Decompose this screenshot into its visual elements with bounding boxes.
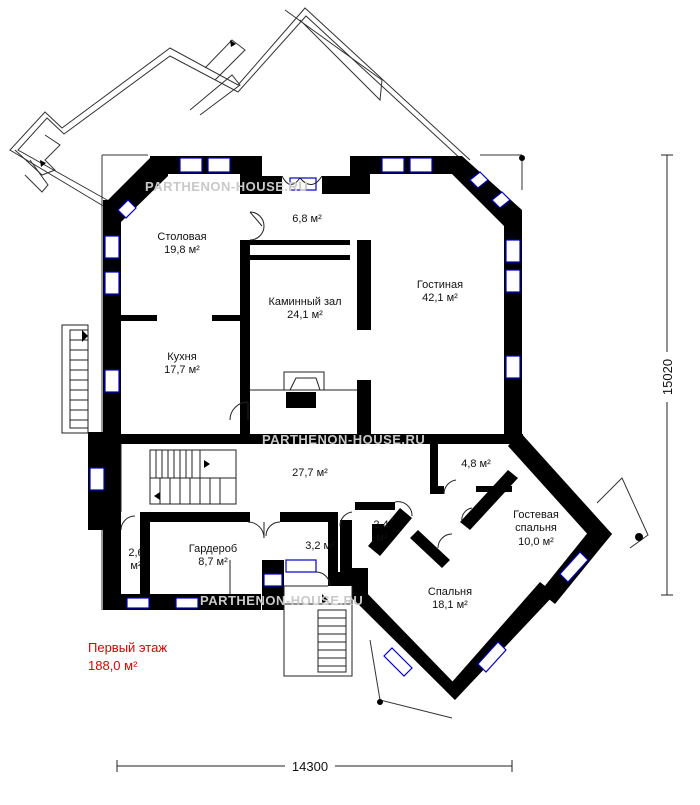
room-dining-name: Столовая xyxy=(157,231,206,243)
room-kitchen-area: 17,7 м² xyxy=(164,364,200,376)
stair-arrow xyxy=(82,330,88,342)
door-swings xyxy=(120,175,473,587)
room-storage-area: 4,8 м² xyxy=(461,458,491,470)
room-fireplace-area: 24,1 м² xyxy=(287,309,323,321)
width-dimension xyxy=(116,760,513,772)
height-dimension xyxy=(661,154,673,596)
terrace-stair-marks xyxy=(40,40,236,167)
height-dimension-label: 15020 xyxy=(660,359,675,395)
room-lobby-area: 3,2 м² xyxy=(305,540,335,552)
room-guest-bedroom-name-2: спальня xyxy=(515,522,557,534)
watermark: PARTHENON-HOUSE.RU xyxy=(145,179,308,194)
room-dining-area: 19,8 м² xyxy=(164,244,200,256)
floor-area: 188,0 м² xyxy=(88,658,138,673)
windows xyxy=(89,157,589,677)
room-bath-unit: м² xyxy=(130,560,142,572)
post-marker xyxy=(377,699,383,705)
room-bath-area: 2,6 xyxy=(128,547,143,559)
side-stairs xyxy=(61,324,89,434)
room-vestibule-area: 6,8 м² xyxy=(292,213,322,225)
room-living-name: Гостиная xyxy=(417,279,463,291)
post-marker xyxy=(635,533,643,541)
post-marker xyxy=(519,155,525,161)
floor-title: Первый этаж xyxy=(88,640,167,655)
room-corridor-unit: м² xyxy=(376,532,388,544)
room-guest-bedroom-area: 10,0 м² xyxy=(518,536,554,548)
interior-stairs xyxy=(149,449,237,505)
room-corridor-area: 2,4 xyxy=(373,519,388,531)
stair-arrow xyxy=(204,460,210,468)
width-dimension-label: 14300 xyxy=(292,759,328,774)
room-bedroom-area: 18,1 м² xyxy=(432,599,468,611)
terrace-outline xyxy=(9,7,471,211)
room-hall-area: 27,7 м² xyxy=(292,467,328,479)
interior-lines xyxy=(120,371,357,594)
room-wardrobe-name: Гардероб xyxy=(189,543,237,555)
room-kitchen-name: Кухня xyxy=(167,351,196,363)
room-bedroom-name: Спальня xyxy=(428,586,472,598)
stair-arrow xyxy=(154,492,160,500)
room-living-area: 42,1 м² xyxy=(422,292,458,304)
watermark: PARTHENON-HOUSE.RU xyxy=(200,593,363,608)
stair-arrow xyxy=(322,594,328,604)
interior-walls xyxy=(103,240,518,594)
room-guest-bedroom-name-1: Гостевая xyxy=(513,509,559,521)
room-wardrobe-area: 8,7 м² xyxy=(198,556,228,568)
watermark: PARTHENON-HOUSE.RU xyxy=(262,432,425,447)
entrance-stairs xyxy=(283,586,353,677)
room-fireplace-name: Каминный зал xyxy=(268,296,341,308)
